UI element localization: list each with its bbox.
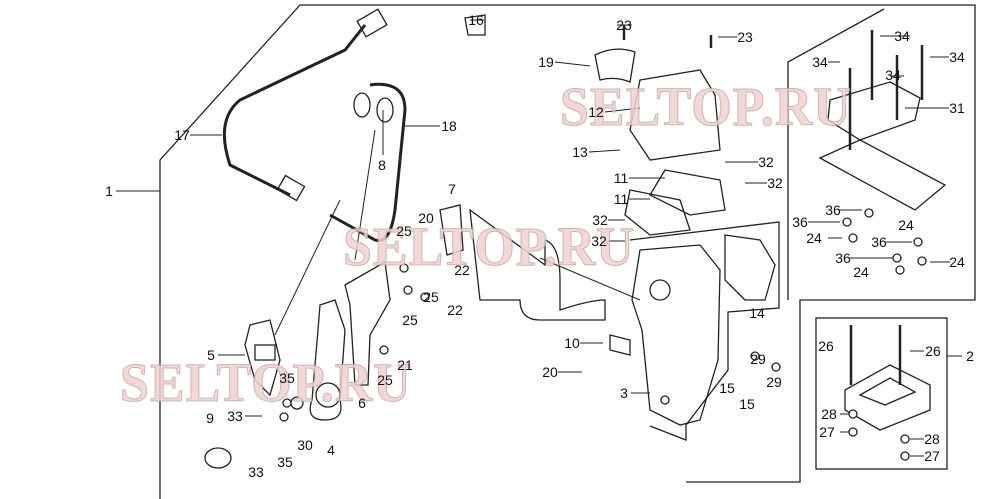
callout-label: 30 [297,437,313,453]
callout-label: 15 [719,380,735,396]
callout-label: 32 [591,233,607,249]
callout-label: 32 [758,154,774,170]
frame-assembly-2 [815,317,948,470]
control-body-3 [631,244,721,426]
callout-label: 19 [538,54,554,70]
callout-label: 33 [248,464,264,480]
callout-label: 11 [613,170,629,186]
callout-label: 36 [835,250,851,266]
callout-label: 12 [588,104,604,120]
callout-label: 2 [966,348,974,364]
callout-label: 23 [737,29,753,45]
spacer-block-2 [844,364,931,431]
callout-label: 34 [812,54,828,70]
callout-label: 24 [853,264,869,280]
callout-label: 28 [821,406,837,422]
lever-4 [309,299,346,421]
callout-label: 34 [894,28,910,44]
cover-12 [629,69,721,161]
callout-label: 5 [207,347,215,363]
callout-label: 36 [792,214,808,230]
callout-label: 26 [925,343,941,359]
callout-label: 22 [447,302,463,318]
callout-label: 29 [766,374,782,390]
frame-group-31 [787,8,885,300]
callout-label: 28 [924,431,940,447]
frame-assembly-1 [159,4,976,499]
callout-label: 25 [423,289,439,305]
callout-label: 13 [572,144,588,160]
callout-label: 25 [402,312,418,328]
callout-label: 17 [174,127,190,143]
callout-label: 35 [279,370,295,386]
callout-label: 24 [898,217,914,233]
holder-5 [244,319,281,397]
callout-label: 14 [749,305,765,321]
callout-label: 11 [613,191,629,207]
callout-label: 29 [750,351,766,367]
callout-label: 7 [448,181,456,197]
callout-label: 27 [924,448,940,464]
watermark: SELTOP.RU [120,353,412,414]
callout-label: 9 [206,410,214,426]
callout-label: 3 [620,385,628,401]
callout-label: 10 [564,335,580,351]
callout-label: 15 [739,396,755,412]
callout-label: 1 [105,183,113,199]
callout-label: 34 [885,67,901,83]
callout-label: 21 [397,357,413,373]
callout-label: 35 [277,454,293,470]
callout-label: 20 [542,364,558,380]
callout-label: 26 [818,338,834,354]
callout-label: 18 [441,118,457,134]
callout-label: 6 [358,395,366,411]
bracket-6 [344,260,391,386]
callout-label: 34 [949,49,965,65]
callout-label: 8 [378,157,386,173]
callout-label: 32 [767,175,783,191]
callout-label: 16 [468,12,484,28]
cable-17 [222,24,367,197]
cable-18 [329,82,407,243]
callout-label: 25 [377,372,393,388]
callout-label: 36 [825,202,841,218]
callout-label: 20 [418,210,434,226]
callout-label: 23 [616,17,632,33]
callout-label: 24 [806,230,822,246]
callout-label: 32 [592,212,608,228]
callout-label: 22 [454,262,470,278]
callout-label: 31 [949,100,965,116]
callout-label: 25 [396,223,412,239]
gasket-plate [469,208,606,321]
callout-label: 4 [327,442,335,458]
watermark: SELTOP.RU [560,77,852,138]
callout-label: 36 [871,234,887,250]
watermark: SELTOP.RU [343,217,635,278]
callout-label: 33 [227,408,243,424]
callout-label: 27 [819,424,835,440]
frame-cover-3 [629,221,780,441]
callout-label: 24 [949,254,965,270]
